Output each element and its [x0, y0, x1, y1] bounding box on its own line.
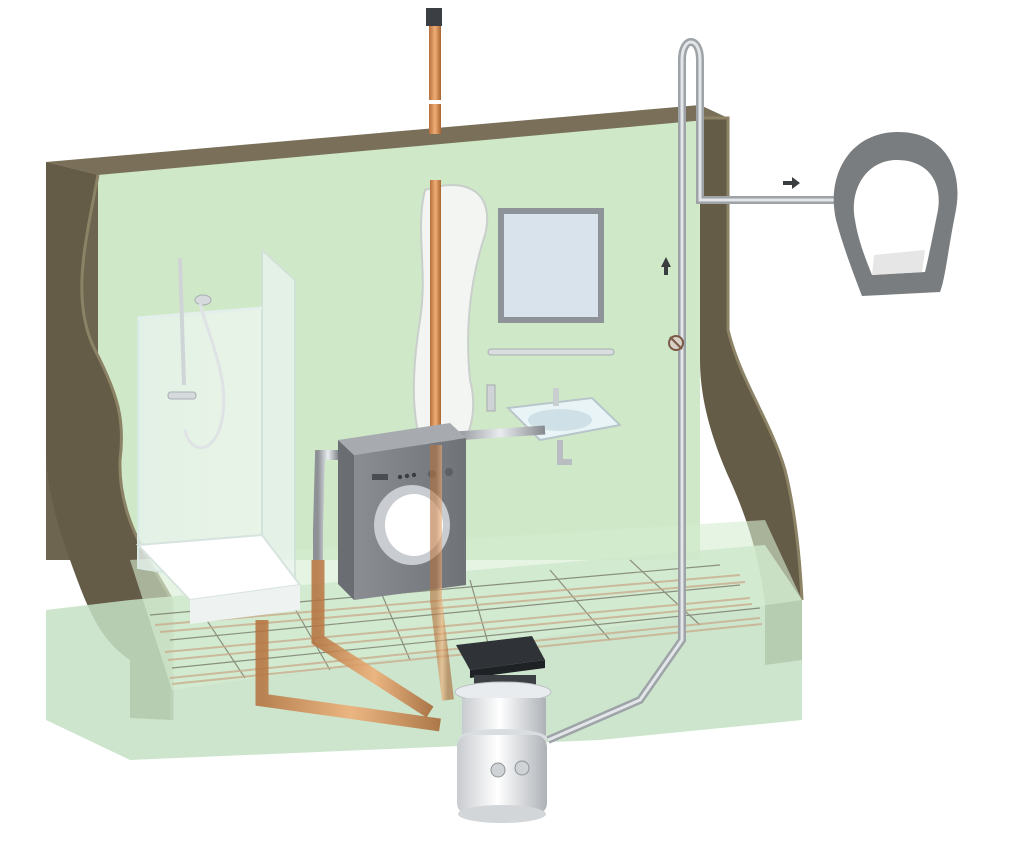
drain-pump-unit	[454, 636, 552, 823]
vent-cap-icon	[426, 8, 442, 26]
pump-knob-icon	[490, 762, 506, 778]
mirror	[498, 208, 604, 323]
check-valve	[668, 335, 684, 351]
arrow-right-icon	[792, 177, 800, 189]
shower-mixer-icon	[167, 391, 197, 400]
flow-arrows	[661, 177, 800, 275]
sewer-pipe	[833, 132, 958, 296]
drain-lines	[255, 445, 454, 732]
vent-stack	[426, 8, 442, 445]
towel-rail	[487, 348, 615, 356]
shower-head-icon	[194, 294, 212, 306]
pump-knob-icon	[514, 760, 530, 776]
arrow-up-icon	[661, 257, 671, 267]
pressure-pipe	[546, 38, 872, 744]
tap-icon	[553, 388, 559, 406]
machine-door-icon	[385, 494, 443, 556]
washing-machine	[338, 423, 466, 600]
shower-cabin	[135, 247, 302, 624]
